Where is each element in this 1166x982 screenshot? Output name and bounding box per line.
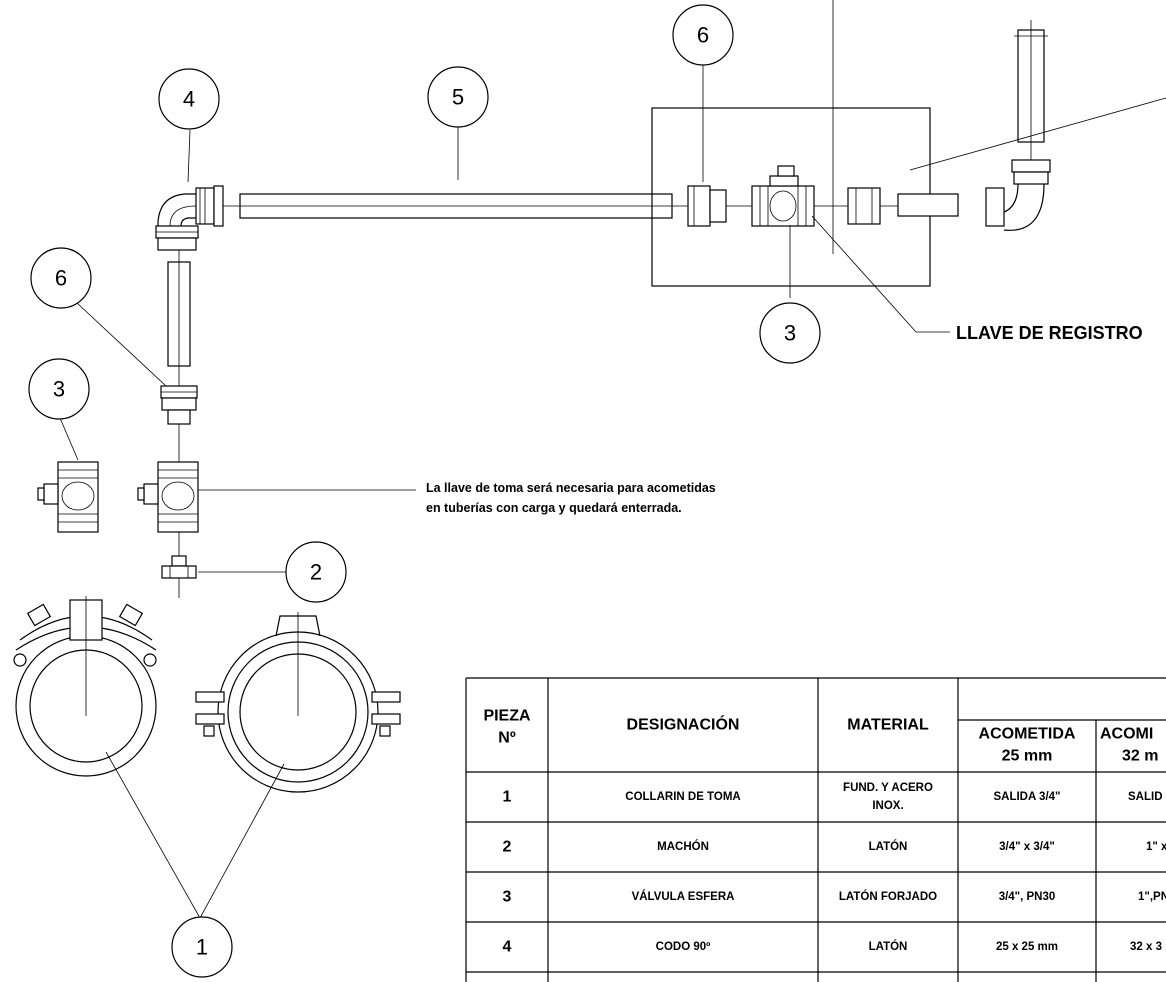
th-material: MATERIAL bbox=[847, 717, 929, 734]
ball-valve-vertical bbox=[137, 461, 199, 533]
svg-text:6: 6 bbox=[55, 266, 67, 291]
svg-text:25 x 25 mm: 25 x 25 mm bbox=[996, 941, 1058, 953]
th-pieza-2: Nº bbox=[498, 730, 516, 747]
union-fitting-box-2 bbox=[847, 187, 881, 225]
svg-text:3: 3 bbox=[503, 889, 512, 906]
svg-text:2: 2 bbox=[310, 560, 322, 585]
ball-valve-detail bbox=[37, 461, 99, 533]
svg-text:6: 6 bbox=[697, 23, 709, 48]
svg-text:32 x 3: 32 x 3 bbox=[1130, 941, 1162, 953]
union-fitting-box bbox=[687, 185, 727, 227]
callout-2: 2 bbox=[285, 541, 347, 603]
collarin-left bbox=[13, 596, 157, 777]
table-row: 2 MACHÓN LATÓN 3/4" x 3/4" 1" x bbox=[503, 839, 1166, 856]
svg-text:LATÓN FORJADO: LATÓN FORJADO bbox=[839, 890, 937, 903]
leader-lines bbox=[59, 64, 1166, 919]
svg-text:3/4", PN30: 3/4", PN30 bbox=[999, 891, 1056, 903]
th-designacion: DESIGNACIÓN bbox=[627, 715, 740, 734]
callout-3-box: 3 bbox=[759, 302, 821, 364]
note-llave-toma-2: en tuberías con carga y quedará enterrad… bbox=[426, 501, 682, 515]
elbow-fitting bbox=[155, 185, 224, 251]
union-fitting-vertical bbox=[160, 385, 198, 425]
svg-text:5: 5 bbox=[452, 85, 464, 110]
svg-text:1" x: 1" x bbox=[1146, 841, 1166, 853]
table-row: 4 CODO 90º LATÓN 25 x 25 mm 32 x 3 bbox=[503, 939, 1162, 956]
svg-text:COLLARIN DE TOMA: COLLARIN DE TOMA bbox=[625, 791, 740, 803]
parts-table: PIEZA Nº DESIGNACIÓN MATERIAL ACOMETIDA … bbox=[465, 677, 1166, 982]
riser-elbow bbox=[985, 20, 1051, 231]
svg-text:3: 3 bbox=[53, 377, 65, 402]
svg-text:1: 1 bbox=[196, 935, 208, 960]
table-row: 3 VÁLVULA ESFERA LATÓN FORJADO 3/4", PN3… bbox=[503, 889, 1166, 906]
svg-text:4: 4 bbox=[503, 939, 512, 956]
callout-4: 4 bbox=[158, 68, 220, 130]
svg-text:SALID: SALID bbox=[1128, 791, 1163, 803]
th-pieza-1: PIEZA bbox=[483, 708, 531, 725]
svg-text:SALIDA 3/4": SALIDA 3/4" bbox=[993, 791, 1060, 803]
th-acometida25-2: 25 mm bbox=[1002, 748, 1053, 765]
callout-3-left: 3 bbox=[28, 358, 90, 420]
ball-valve-box bbox=[751, 165, 815, 227]
svg-text:CODO 90º: CODO 90º bbox=[656, 941, 711, 953]
th-acometida32-2: 32 m bbox=[1122, 748, 1158, 765]
th-acometida32-1: ACOMI bbox=[1100, 726, 1153, 743]
svg-text:4: 4 bbox=[183, 87, 195, 112]
machon-fitting bbox=[161, 555, 197, 579]
callout-5: 5 bbox=[427, 66, 489, 128]
svg-text:LATÓN: LATÓN bbox=[869, 840, 908, 853]
svg-text:2: 2 bbox=[503, 839, 512, 856]
table-row: 1 COLLARIN DE TOMA FUND. Y ACERO INOX. S… bbox=[503, 782, 1163, 812]
meter-placeholder bbox=[897, 193, 959, 217]
svg-text:3: 3 bbox=[784, 321, 796, 346]
svg-text:VÁLVULA ESFERA: VÁLVULA ESFERA bbox=[632, 890, 735, 903]
svg-text:FUND. Y ACERO: FUND. Y ACERO bbox=[843, 782, 933, 794]
note-llave-toma-1: La llave de toma será necesaria para aco… bbox=[426, 481, 716, 495]
svg-text:MACHÓN: MACHÓN bbox=[657, 840, 709, 853]
svg-text:3/4" x 3/4": 3/4" x 3/4" bbox=[999, 841, 1055, 853]
svg-text:1",PN: 1",PN bbox=[1138, 891, 1166, 903]
callout-6-top: 6 bbox=[672, 4, 734, 66]
svg-text:INOX.: INOX. bbox=[872, 800, 903, 812]
th-acometida25-1: ACOMETIDA bbox=[979, 726, 1076, 743]
svg-text:1: 1 bbox=[503, 789, 512, 806]
collarin-right bbox=[195, 612, 401, 793]
svg-text:LATÓN: LATÓN bbox=[869, 940, 908, 953]
callout-6-left: 6 bbox=[30, 247, 92, 309]
callout-1: 1 bbox=[171, 916, 233, 978]
llave-registro-label: LLAVE DE REGISTRO bbox=[956, 323, 1143, 343]
